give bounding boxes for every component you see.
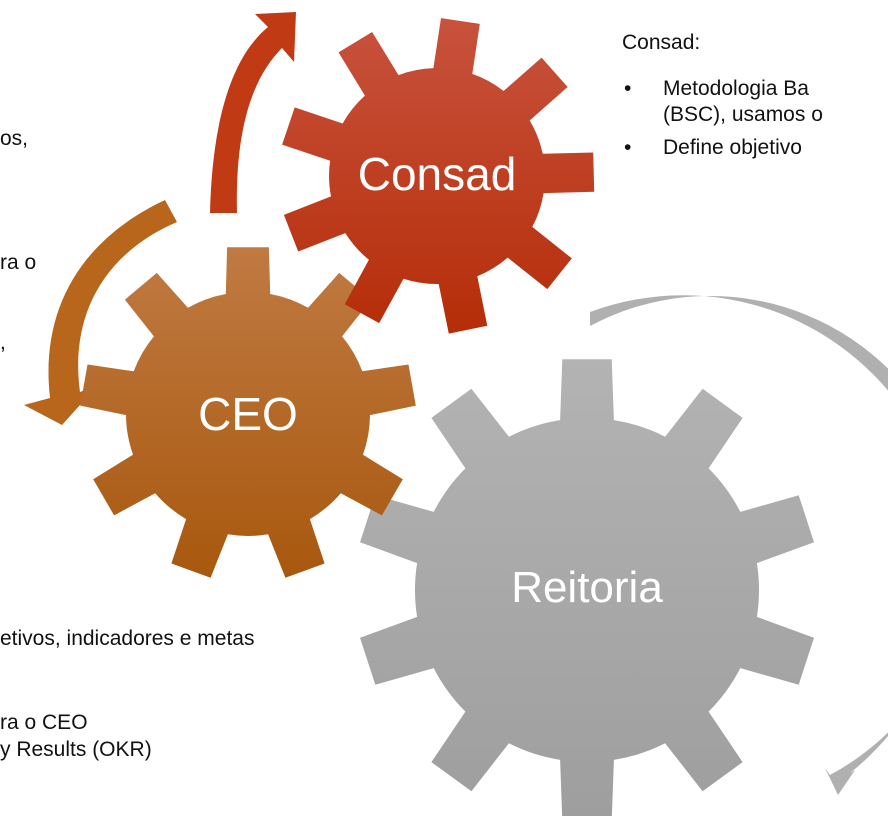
left-text-fragment-1: os,	[0, 127, 29, 150]
bullet-dot: •	[624, 77, 632, 100]
consad-gear	[282, 18, 595, 334]
red-circular-arrow	[210, 12, 296, 213]
ceo-gear	[80, 247, 416, 578]
left-text-fragment-3: ,	[0, 331, 6, 354]
bottom-text-line-2: ra o CEO	[0, 711, 88, 734]
reitoria-gear-label: Reitoria	[511, 563, 663, 612]
bottom-text-line-3: y Results (OKR)	[0, 738, 152, 761]
reitoria-gear	[360, 359, 814, 821]
orange-circular-arrow	[24, 200, 177, 425]
consad-gear-label: Consad	[358, 148, 517, 200]
consad-heading: Consad:	[622, 31, 701, 54]
gray-circular-arrow	[590, 295, 888, 795]
consad-bullet-1-line-1: Metodologia Ba	[663, 77, 809, 100]
consad-bullet-1-line-2: (BSC), usamos o	[663, 103, 823, 126]
ceo-gear-label: CEO	[198, 388, 298, 440]
left-text-fragment-2: ra o	[0, 251, 37, 274]
bottom-text-line-1: etivos, indicadores e metas	[0, 627, 255, 650]
bullet-dot: •	[624, 136, 632, 159]
consad-bullet-2-line-1: Define objetivo	[663, 136, 802, 159]
